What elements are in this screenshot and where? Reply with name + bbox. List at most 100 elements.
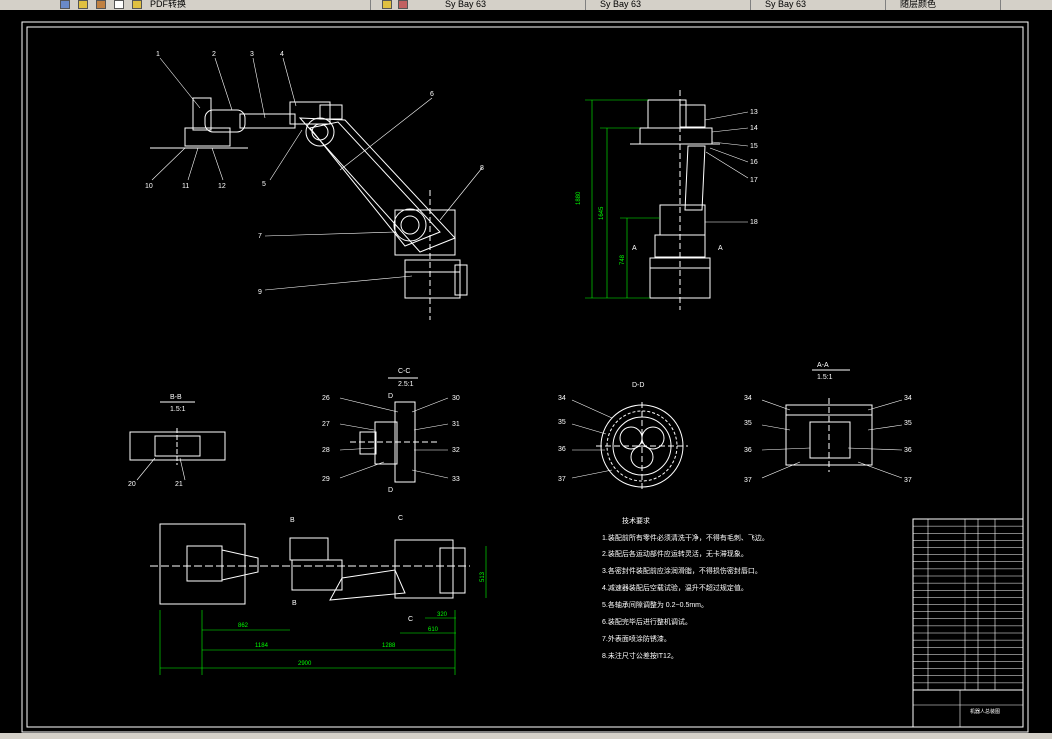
dim-2900: 2900 [298, 661, 312, 667]
aa-label-34-right: 34 [904, 395, 912, 402]
bb-scale: 1.5:1 [170, 406, 186, 413]
cc-label-27: 27 [322, 421, 330, 428]
note-line-1: 1.装配前所有零件必须清洗干净，不得有毛刺、飞边。 [602, 533, 769, 542]
dim-320: 320 [437, 612, 448, 618]
cc-scale: 2.5:1 [398, 381, 414, 388]
dim-862: 862 [238, 623, 249, 629]
dim-1288: 1288 [382, 643, 396, 649]
label-6: 6 [430, 91, 434, 98]
note-line-6: 6.装配完毕后进行整机调试。 [602, 617, 692, 626]
linetype-dropdown[interactable]: Sy Bay 63 [600, 0, 751, 10]
drawing-canvas[interactable]: 1 2 3 4 5 6 7 8 9 10 11 12 1880 1645 [0, 10, 1052, 735]
cc-section [339, 377, 449, 483]
bulb-icon[interactable] [78, 0, 88, 9]
sun-icon[interactable] [96, 0, 106, 9]
note-line-5: 5.各轴承间隙调整为 0.2~0.5mm。 [602, 600, 708, 609]
note-line-4: 4.减速器装配后空载试验，温升不超过规定值。 [602, 583, 748, 592]
dim-513: 513 [480, 571, 486, 582]
bb-title: B-B [170, 394, 182, 401]
dd-label-34: 34 [558, 395, 566, 402]
plan-dims [159, 546, 487, 675]
label-9: 9 [258, 289, 262, 296]
label-3: 3 [250, 51, 254, 58]
label-1: 1 [156, 51, 160, 58]
aa-section [761, 369, 903, 479]
match-icon[interactable] [398, 0, 408, 9]
plan-mark-b-top: B [290, 517, 295, 524]
label-18: 18 [750, 219, 758, 226]
main-leaders [151, 57, 483, 291]
color-dropdown[interactable]: Sy Bay 63 [445, 0, 586, 10]
title-block-caption: 机器人总装图 [970, 708, 1000, 715]
main-view [150, 97, 468, 320]
lock-icon[interactable] [114, 0, 124, 9]
dd-section [571, 399, 688, 490]
aa-label-37-left: 37 [744, 477, 752, 484]
inner-frame [26, 26, 1024, 728]
cc-label-32: 32 [452, 447, 460, 454]
color-icon[interactable] [132, 0, 142, 9]
label-16: 16 [750, 159, 758, 166]
aa-scale: 1.5:1 [817, 374, 833, 381]
aa-label-36-left: 36 [744, 447, 752, 454]
label-12: 12 [218, 183, 226, 190]
cc-mark-d-top: D [388, 393, 393, 400]
label-10: 10 [145, 183, 153, 190]
dim-1184: 1184 [255, 643, 269, 649]
label-11: 11 [182, 183, 189, 190]
bb-label-21: 21 [175, 481, 183, 488]
cc-label-30: 30 [452, 395, 460, 402]
note-line-7: 7.外表面喷涂防锈漆。 [602, 634, 671, 643]
section-mark-a-left: A [632, 245, 637, 252]
aa-label-34-left: 34 [744, 395, 752, 402]
bb-section [129, 401, 226, 481]
cc-label-33: 33 [452, 476, 460, 483]
label-14: 14 [750, 125, 758, 132]
side-view [630, 90, 720, 310]
layer-name-field[interactable]: PDF转换 [150, 0, 371, 10]
label-13: 13 [750, 109, 758, 116]
bb-label-20: 20 [128, 481, 136, 488]
dim-748: 748 [620, 254, 626, 265]
label-2: 2 [212, 51, 216, 58]
side-dims [585, 99, 660, 299]
aa-label-35-left: 35 [744, 420, 752, 427]
side-leaders [704, 111, 749, 223]
dim-1880: 1880 [576, 191, 582, 205]
aa-label-35-right: 35 [904, 420, 912, 427]
outer-frame [21, 21, 1029, 733]
label-7: 7 [258, 233, 262, 240]
layer-prev-icon[interactable] [382, 0, 392, 9]
label-17: 17 [750, 177, 758, 184]
aa-label-37-right: 37 [904, 477, 912, 484]
dim-610: 610 [428, 627, 439, 633]
note-line-3: 3.各密封件装配前应涂润滑脂，不得损伤密封唇口。 [602, 566, 762, 575]
title-block [912, 518, 1024, 728]
cc-label-29: 29 [322, 476, 330, 483]
label-5: 5 [262, 181, 266, 188]
dd-label-36: 36 [558, 446, 566, 453]
dd-title: D-D [632, 382, 644, 389]
plan-mark-b-bottom: B [292, 600, 297, 607]
layer-icon[interactable] [60, 0, 70, 9]
label-8: 8 [480, 165, 484, 172]
plan-mark-c-bottom: C [408, 616, 413, 623]
dd-label-35: 35 [558, 419, 566, 426]
section-mark-a-right: A [718, 245, 723, 252]
cc-mark-d-bottom: D [388, 487, 393, 494]
notes-title: 技术要求 [622, 516, 650, 525]
plan-view [150, 523, 470, 605]
plotstyle-dropdown[interactable]: 随层颜色 [900, 0, 1001, 10]
note-line-2: 2.装配后各运动部件应运转灵活，无卡滞现象。 [602, 549, 748, 558]
plan-mark-c-top: C [398, 515, 403, 522]
status-bar [0, 733, 1052, 739]
cc-label-26: 26 [322, 395, 330, 402]
note-line-8: 8.未注尺寸公差按IT12。 [602, 651, 678, 660]
cc-label-28: 28 [322, 447, 330, 454]
label-15: 15 [750, 143, 758, 150]
lineweight-dropdown[interactable]: Sy Bay 63 [765, 0, 886, 10]
dim-1645: 1645 [599, 206, 605, 220]
aa-label-36-right: 36 [904, 447, 912, 454]
cc-title: C-C [398, 368, 410, 375]
aa-title: A-A [817, 362, 829, 369]
